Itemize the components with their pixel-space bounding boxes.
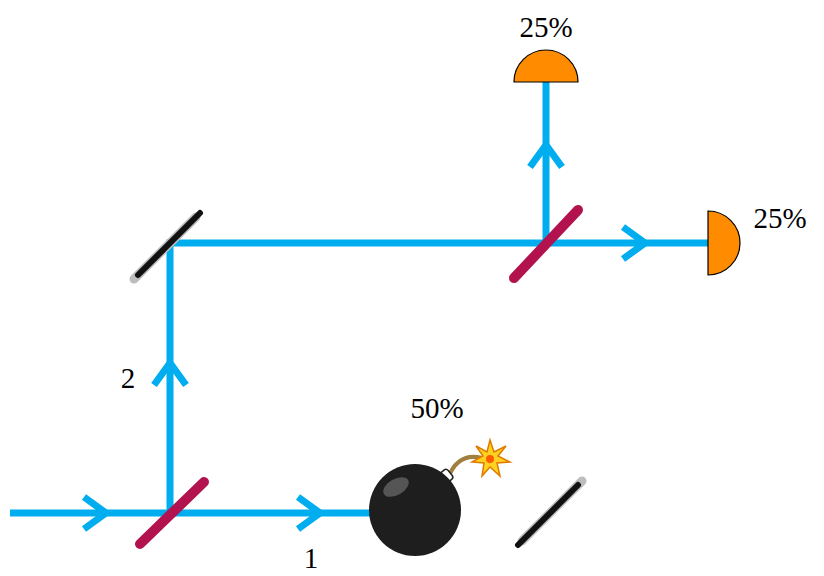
detector xyxy=(708,211,740,275)
beam-arrow xyxy=(84,497,106,529)
mirror xyxy=(518,481,582,545)
beam-arrow xyxy=(530,145,562,167)
beam-splitter xyxy=(140,482,204,544)
beam-splitter xyxy=(514,210,578,278)
detector xyxy=(514,50,578,82)
beam-arrow xyxy=(154,363,186,385)
beam-arrow xyxy=(623,227,645,259)
path-number: 2 xyxy=(121,364,136,393)
probability-label: 25% xyxy=(519,13,572,42)
bomb xyxy=(369,440,510,556)
probability-label: 25% xyxy=(753,204,806,233)
probability-label: 50% xyxy=(410,394,463,423)
beam xyxy=(167,240,709,247)
light-beams xyxy=(10,82,708,529)
path-number: 1 xyxy=(304,544,319,573)
beam-arrow xyxy=(298,497,320,529)
beam xyxy=(167,243,174,513)
mirror xyxy=(134,213,200,279)
beam xyxy=(543,82,550,246)
